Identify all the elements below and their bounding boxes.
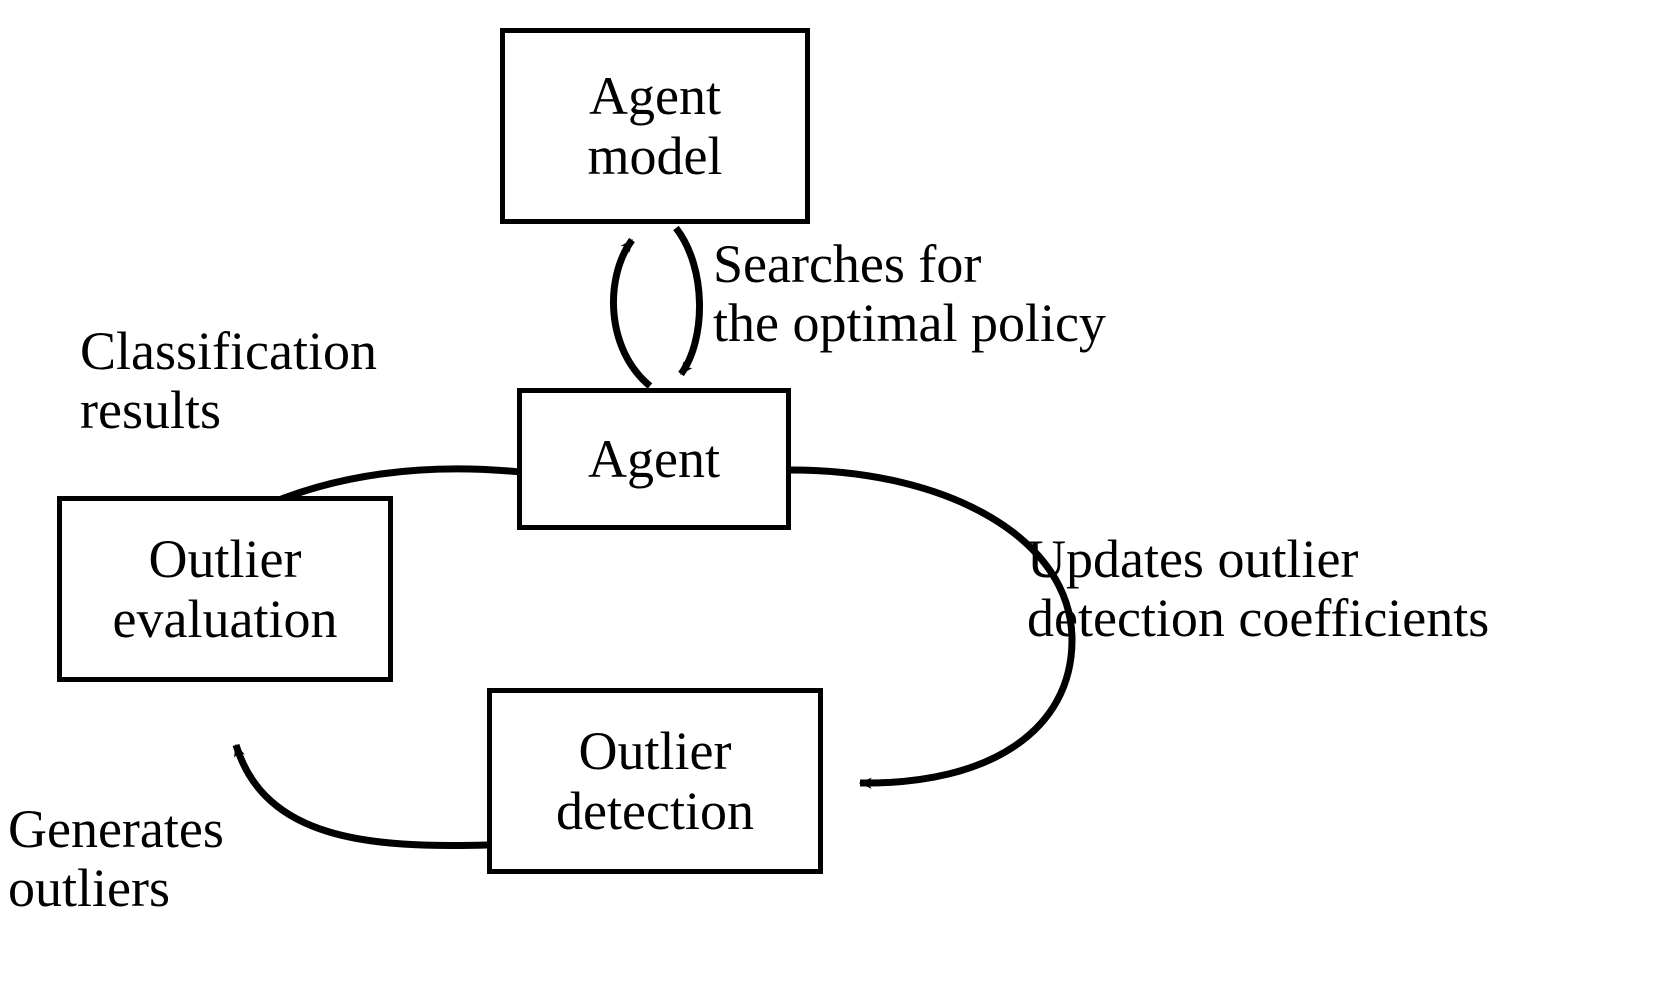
node-outlier-detection-label: Outlier detection [556, 720, 754, 841]
node-agent-label: Agent [588, 428, 720, 489]
node-outlier-evaluation[interactable]: Outlier evaluation [57, 496, 393, 682]
node-outlier-detection[interactable]: Outlier detection [487, 688, 823, 874]
edge-label-generates-outliers: Generates outliers [8, 799, 224, 919]
edge-agent-to-detection [790, 466, 1076, 789]
node-agent[interactable]: Agent [517, 388, 791, 530]
node-agent-model[interactable]: Agent model [500, 28, 810, 224]
edge-detection-to-evaluation [232, 743, 488, 849]
edge-agent-to-agent-model-up [609, 237, 653, 389]
node-outlier-evaluation-label: Outlier evaluation [112, 528, 338, 649]
edge-agent-model-to-agent-down [673, 225, 703, 377]
edge-label-searches-for-optimal-policy: Searches for the optimal policy [713, 234, 1106, 354]
edge-label-updates-outlier-detection-coefficients: Updates outlier detection coefficients [1027, 529, 1490, 649]
node-agent-model-label: Agent model [587, 65, 723, 186]
edge-label-classification-results: Classification results [80, 321, 377, 441]
